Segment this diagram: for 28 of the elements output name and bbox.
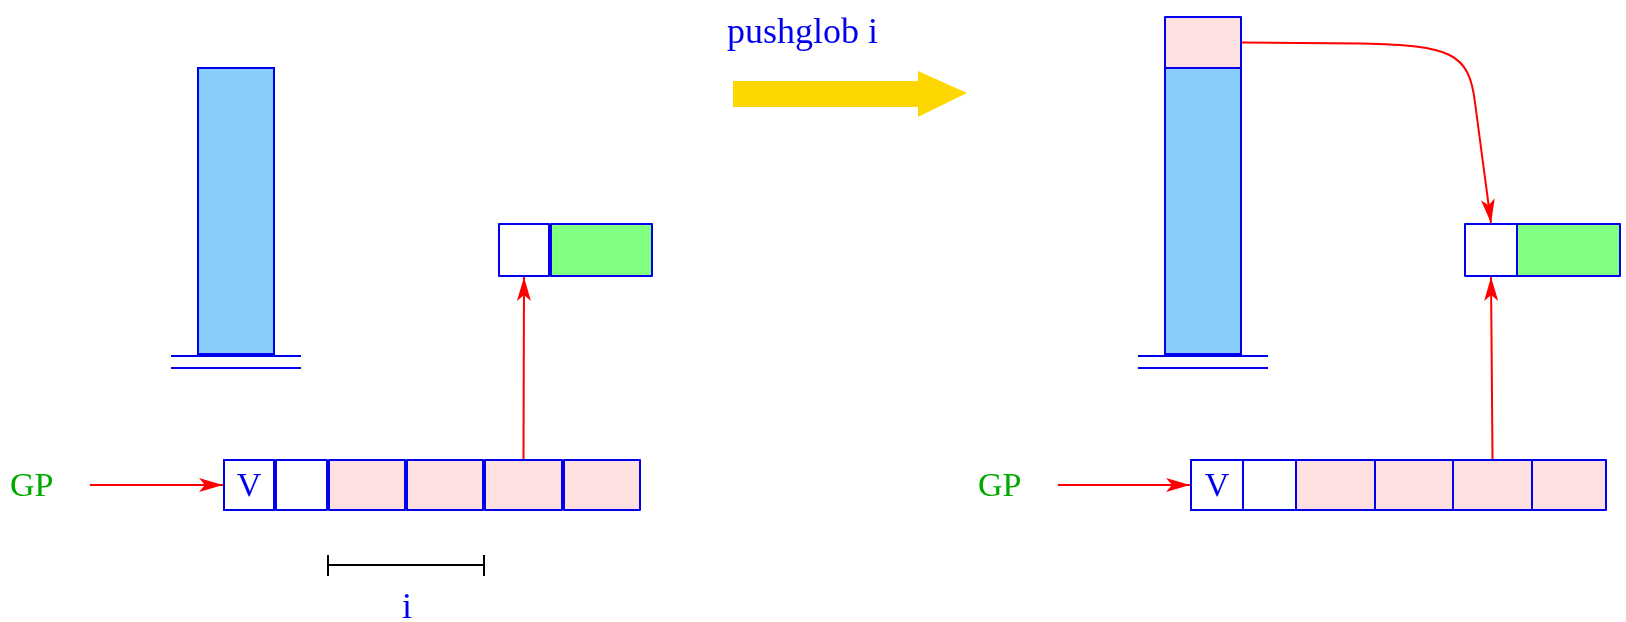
vector-cell	[1531, 459, 1607, 511]
vector-cell	[406, 459, 484, 511]
instruction-label: pushglob i	[727, 10, 878, 52]
heap-cell	[498, 223, 550, 277]
vector-cell	[1242, 459, 1297, 511]
vector-cell	[563, 459, 641, 511]
heap-cell	[1516, 223, 1621, 277]
heap-cell	[550, 223, 653, 277]
vector-cell	[1452, 459, 1533, 511]
stack-bar	[1164, 67, 1242, 355]
heap-cell	[1464, 223, 1518, 277]
vector-cell	[1374, 459, 1454, 511]
vector-cell	[275, 459, 328, 511]
vector-cell	[484, 459, 563, 511]
vector-cell: V	[223, 459, 275, 511]
vector-cell	[328, 459, 406, 511]
register-label: GP	[10, 465, 70, 505]
arrow	[1057, 478, 1191, 492]
vector-cell	[1295, 459, 1376, 511]
dimension-label: i	[402, 585, 412, 622]
arrow	[1484, 276, 1499, 460]
register-label: GP	[978, 465, 1038, 505]
vector-cell: V	[1190, 459, 1244, 511]
stack-cell	[1164, 16, 1242, 69]
arrow	[1241, 41, 1495, 224]
stack-bar	[197, 67, 275, 355]
arrow	[516, 276, 531, 460]
arrow	[89, 478, 224, 492]
